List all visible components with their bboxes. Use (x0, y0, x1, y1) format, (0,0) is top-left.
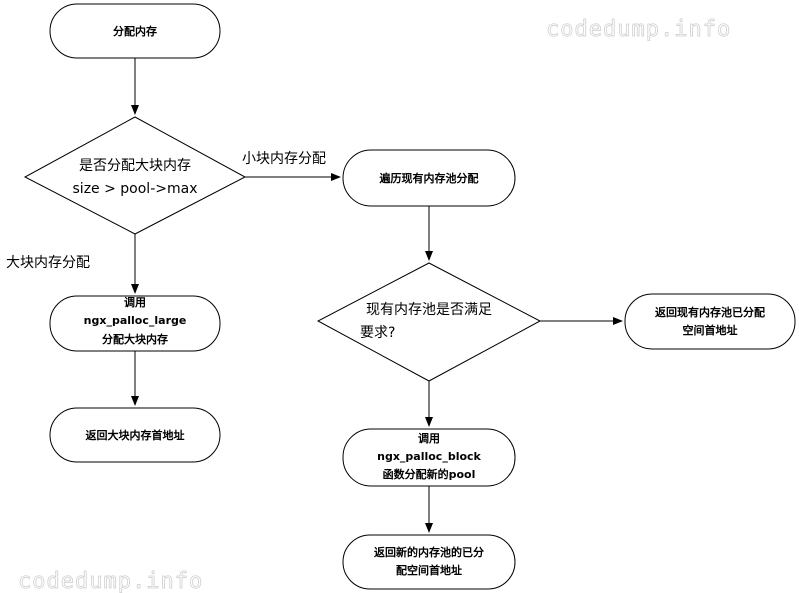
node-call-large: 调用 ngx_palloc_large 分配大块内存 (49, 295, 221, 352)
node-return-new-line-2: 配空间首地址 (396, 563, 462, 577)
watermark-top-right: codedump.info (546, 17, 731, 42)
edge-label-large: 大块内存分配 (6, 255, 90, 271)
node-alloc: 分配内存 (49, 3, 221, 59)
node-return-large-line-1: 返回大块内存首地址 (86, 428, 185, 442)
node-return-large: 返回大块内存首地址 (49, 407, 221, 463)
node-return-existing: 返回现有内存池已分配 空间首地址 (624, 293, 796, 350)
watermark-bottom-left: codedump.info (18, 569, 203, 593)
node-call-block: 调用 ngx_palloc_block 函数分配新的pool (342, 428, 516, 487)
node-call-block-line-3: 函数分配新的pool (383, 467, 476, 481)
node-return-existing-line-2: 空间首地址 (683, 323, 738, 337)
edge-label-small: 小块内存分配 (242, 151, 326, 167)
node-decision-large-line-2: size > pool->max (73, 181, 198, 197)
node-decision-pool-line-2: 要求? (360, 325, 395, 341)
node-alloc-line-1: 分配内存 (113, 24, 157, 38)
node-call-block-line-2: ngx_palloc_block (377, 450, 481, 463)
node-return-existing-line-1: 返回现有内存池已分配 (655, 305, 765, 319)
node-traverse-line-1: 遍历现有内存池分配 (379, 171, 479, 185)
node-decision-large: 是否分配大块内存 size > pool->max (23, 116, 247, 235)
node-return-new: 返回新的内存池的已分 配空间首地址 (342, 534, 516, 590)
node-decision-pool-line-1: 现有内存池是否满足 (366, 302, 492, 318)
node-call-large-line-1: 调用 (124, 295, 146, 309)
node-decision-large-line-1: 是否分配大块内存 (79, 158, 191, 174)
node-call-large-line-3: 分配大块内存 (102, 332, 168, 346)
node-call-large-line-2: ngx_palloc_large (84, 314, 187, 327)
node-call-block-line-1: 调用 (418, 431, 440, 445)
node-decision-pool: 现有内存池是否满足 要求? (316, 262, 542, 382)
node-return-new-line-1: 返回新的内存池的已分 (374, 545, 484, 559)
node-traverse: 遍历现有内存池分配 (342, 149, 516, 207)
